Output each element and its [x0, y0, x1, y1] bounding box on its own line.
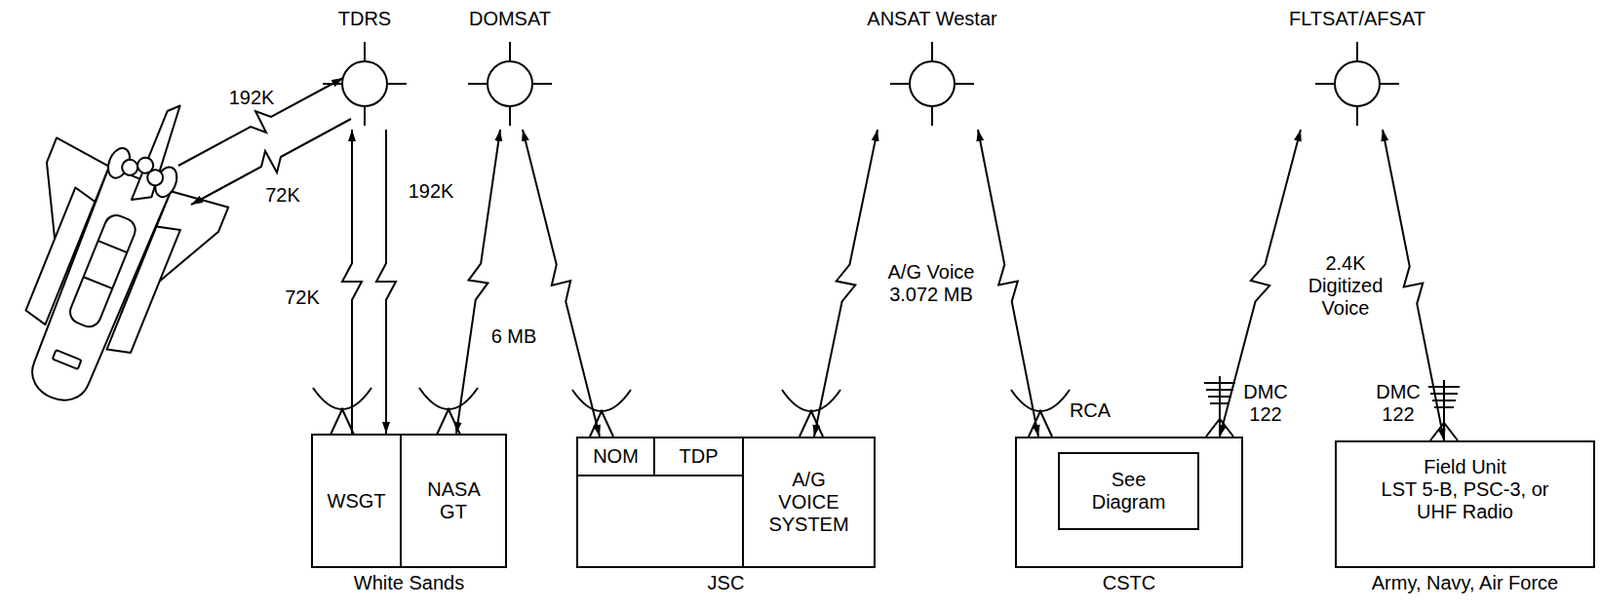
link-arrow	[522, 129, 600, 437]
site-box: See DiagramCSTC	[1014, 436, 1244, 569]
satellite-name: DOMSAT	[446, 7, 574, 31]
yagi-antenna	[1204, 376, 1460, 441]
dish-antenna	[781, 390, 841, 437]
link-arrow	[456, 129, 501, 434]
dish-antenna	[1011, 390, 1070, 437]
dish-antenna	[572, 390, 631, 437]
satellite-body	[487, 61, 533, 107]
link-arrow	[1219, 129, 1301, 437]
satellite: ANSAT Westar	[858, 7, 1006, 130]
satellite-boom	[387, 82, 407, 85]
satellite: DOMSAT	[446, 7, 574, 130]
payload-band	[83, 276, 114, 289]
satellite-boom	[322, 82, 343, 85]
satellite: TDRS	[301, 7, 429, 130]
system-box: A/G VOICE SYSTEM	[741, 436, 876, 569]
payload-band	[98, 240, 128, 253]
site-name: White Sands	[353, 572, 465, 595]
satellite-boom	[363, 41, 366, 62]
satellite-body	[909, 61, 955, 107]
engine	[135, 155, 157, 176]
yagi-antenna	[1204, 376, 1236, 437]
data-rate-label: 192K	[405, 179, 458, 204]
box-label: Field Unit	[1423, 456, 1506, 479]
box-label: See Diagram	[1092, 468, 1167, 514]
satellite-body	[1334, 61, 1380, 107]
site-box: Field UnitLST 5-B, PSC-3, or UHF RadioAr…	[1334, 440, 1596, 569]
site-box: WSGTNASA GTWhite Sands	[311, 433, 508, 569]
data-rate-label: 2.4K Digitized Voice	[1305, 251, 1387, 321]
satellite: FLTSAT/AFSAT	[1279, 7, 1436, 130]
ground-terminal-box: WSGT	[311, 433, 402, 569]
antenna-label: RCA	[1066, 398, 1114, 424]
satellite-boom	[1356, 106, 1359, 126]
site-name: JSC	[707, 572, 745, 595]
satellite-boom	[1315, 82, 1335, 85]
system-box: TDP	[653, 436, 744, 477]
system-box: NOM	[576, 436, 656, 477]
site-name: Army, Navy, Air Force	[1371, 572, 1560, 595]
box-label: A/G VOICE SYSTEM	[768, 468, 849, 537]
data-rate-label: A/G Voice 3.072 MB	[883, 260, 979, 308]
satellite-boom	[1356, 41, 1359, 62]
tail-fin	[131, 102, 188, 207]
link-arrow	[977, 129, 1039, 437]
satellite-boom	[954, 82, 975, 85]
data-rate-label: 192K	[226, 85, 278, 111]
satellite-boom	[931, 106, 934, 126]
satellite-name: FLTSAT/AFSAT	[1279, 7, 1436, 31]
dish-antenna	[312, 388, 372, 435]
payload	[66, 211, 139, 330]
box-label: TDP	[679, 445, 719, 469]
shuttle-window	[52, 350, 82, 370]
satellite-boom	[931, 41, 934, 62]
box-label: NOM	[592, 445, 639, 469]
data-rate-label: 6 MB	[488, 324, 541, 350]
space-shuttle	[0, 67, 257, 432]
dish-antenna	[312, 388, 1070, 437]
link-arrow	[376, 129, 396, 434]
satellite-boom	[532, 82, 552, 85]
satellite-boom	[508, 41, 511, 62]
data-rate-label: 72K	[281, 285, 323, 311]
satellite-boom	[508, 106, 511, 126]
reference-box: See Diagram	[1057, 452, 1200, 531]
satellite-body	[342, 61, 388, 107]
data-rate-label: 72K	[262, 183, 304, 208]
uplink-arrow	[178, 78, 344, 166]
site-box: NOMTDPA/G VOICE SYSTEMJSC	[576, 436, 876, 569]
site-name: CSTC	[1102, 572, 1156, 595]
antenna-label: DMC 122	[1240, 380, 1291, 428]
satellite-boom	[890, 82, 910, 85]
satellite-boom	[363, 106, 366, 126]
link-arrow	[814, 129, 878, 437]
satellite-boom	[468, 82, 488, 85]
box-label: LST 5-B, PSC-3, or UHF Radio	[1381, 478, 1550, 524]
box-label: WSGT	[327, 490, 387, 513]
satellite-boom	[1379, 82, 1400, 85]
satellite-name: ANSAT Westar	[858, 7, 1006, 31]
link-arrow	[342, 129, 362, 434]
satellite-name: TDRS	[301, 7, 429, 31]
antenna-label: DMC 122	[1372, 380, 1424, 428]
dish-antenna	[419, 388, 478, 435]
box-label: NASA GT	[427, 478, 479, 524]
ground-terminal-box: NASA GT	[399, 433, 508, 569]
